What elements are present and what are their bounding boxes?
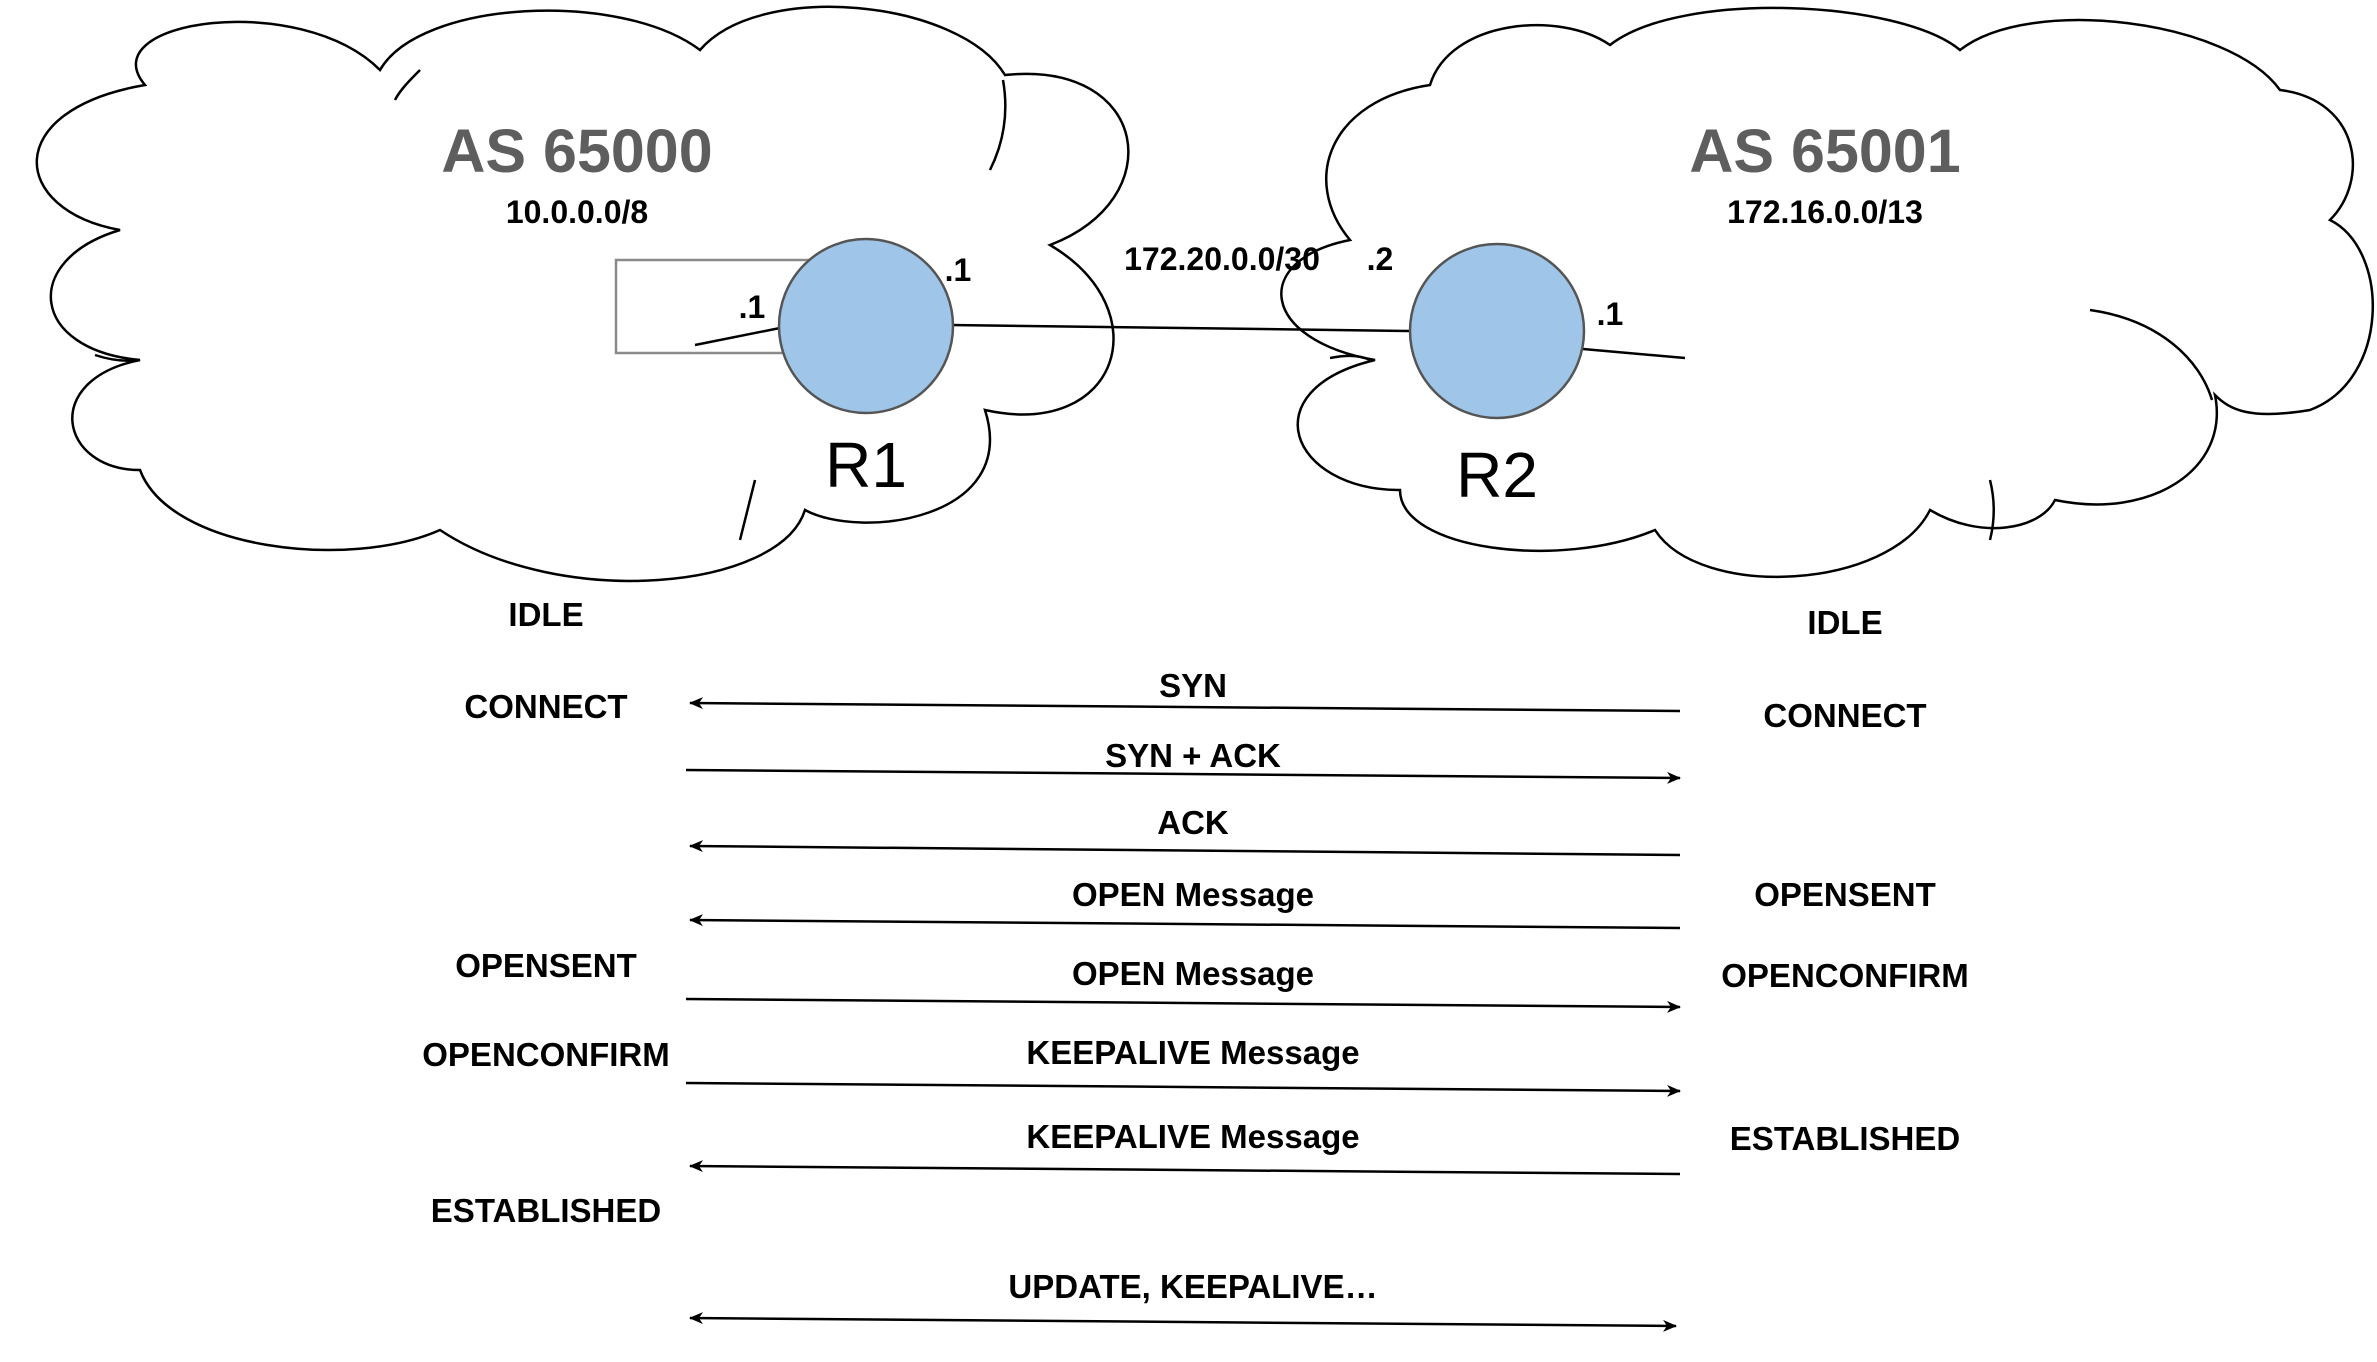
inter-as-link — [949, 323, 1411, 333]
r1-state-openconfirm: OPENCONFIRM — [422, 1036, 670, 1073]
message-keepalive-r2: KEEPALIVE Message — [689, 1118, 1681, 1176]
r2-outer-iface-label: .2 — [1367, 241, 1394, 277]
router-r1[interactable] — [777, 237, 955, 415]
arrow-right-to-left — [689, 697, 1681, 713]
r1-internal-link — [694, 326, 781, 347]
r2-inner-iface-label: .1 — [1597, 296, 1624, 332]
message-label: UPDATE, KEEPALIVE… — [1008, 1268, 1377, 1305]
message-label: OPEN Message — [1072, 876, 1314, 913]
message-label: KEEPALIVE Message — [1026, 1118, 1359, 1155]
r1-outer-iface-label: .1 — [945, 252, 972, 288]
message-update-keepalive: UPDATE, KEEPALIVE… — [689, 1268, 1677, 1332]
message-ack: ACK — [689, 804, 1681, 857]
r2-state-idle: IDLE — [1807, 604, 1882, 641]
r2-state-connect: CONNECT — [1763, 697, 1926, 734]
message-syn-ack: SYN + ACK — [685, 737, 1681, 784]
arrow-bidirectional — [689, 1312, 1677, 1332]
message-label: SYN + ACK — [1105, 737, 1281, 774]
as-65001-title: AS 65001 — [1689, 117, 1960, 185]
r2-state-established: ESTABLISHED — [1730, 1120, 1960, 1157]
message-label: ACK — [1157, 804, 1229, 841]
arrow-left-to-right — [685, 1081, 1681, 1097]
as-65000-prefix: 10.0.0.0/8 — [506, 194, 648, 230]
r1-state-opensent: OPENSENT — [455, 947, 637, 984]
message-open-r2: OPEN Message — [689, 876, 1681, 930]
r2-state-openconfirm: OPENCONFIRM — [1721, 957, 1969, 994]
as-65000-title: AS 65000 — [441, 117, 712, 185]
message-label: OPEN Message — [1072, 955, 1314, 992]
r1-inner-iface-label: .1 — [739, 289, 766, 325]
link-subnet-label: 172.20.0.0/30 — [1124, 241, 1320, 277]
message-syn: SYN — [689, 667, 1681, 713]
r1-state-connect: CONNECT — [464, 688, 627, 725]
cloud-as-65001 — [1280, 6, 2375, 579]
r1-label: R1 — [825, 429, 907, 501]
r2-internal-link — [1582, 347, 1686, 360]
arrow-right-to-left — [689, 1160, 1681, 1176]
message-label: KEEPALIVE Message — [1026, 1034, 1359, 1071]
cloud-as-65000 — [35, 5, 1130, 583]
arrow-left-to-right — [685, 997, 1681, 1013]
r1-state-idle: IDLE — [508, 596, 583, 633]
arrow-right-to-left — [689, 914, 1681, 930]
message-keepalive-r1: KEEPALIVE Message — [685, 1034, 1681, 1097]
arrow-right-to-left — [689, 840, 1681, 857]
router-r2[interactable] — [1408, 242, 1586, 420]
as-65001-prefix: 172.16.0.0/13 — [1727, 194, 1923, 230]
message-open-r1: OPEN Message — [685, 955, 1681, 1013]
r2-state-opensent: OPENSENT — [1754, 876, 1936, 913]
message-label: SYN — [1159, 667, 1227, 704]
r1-state-established: ESTABLISHED — [431, 1192, 661, 1229]
arrow-left-to-right — [685, 768, 1681, 784]
r2-label: R2 — [1456, 439, 1538, 511]
